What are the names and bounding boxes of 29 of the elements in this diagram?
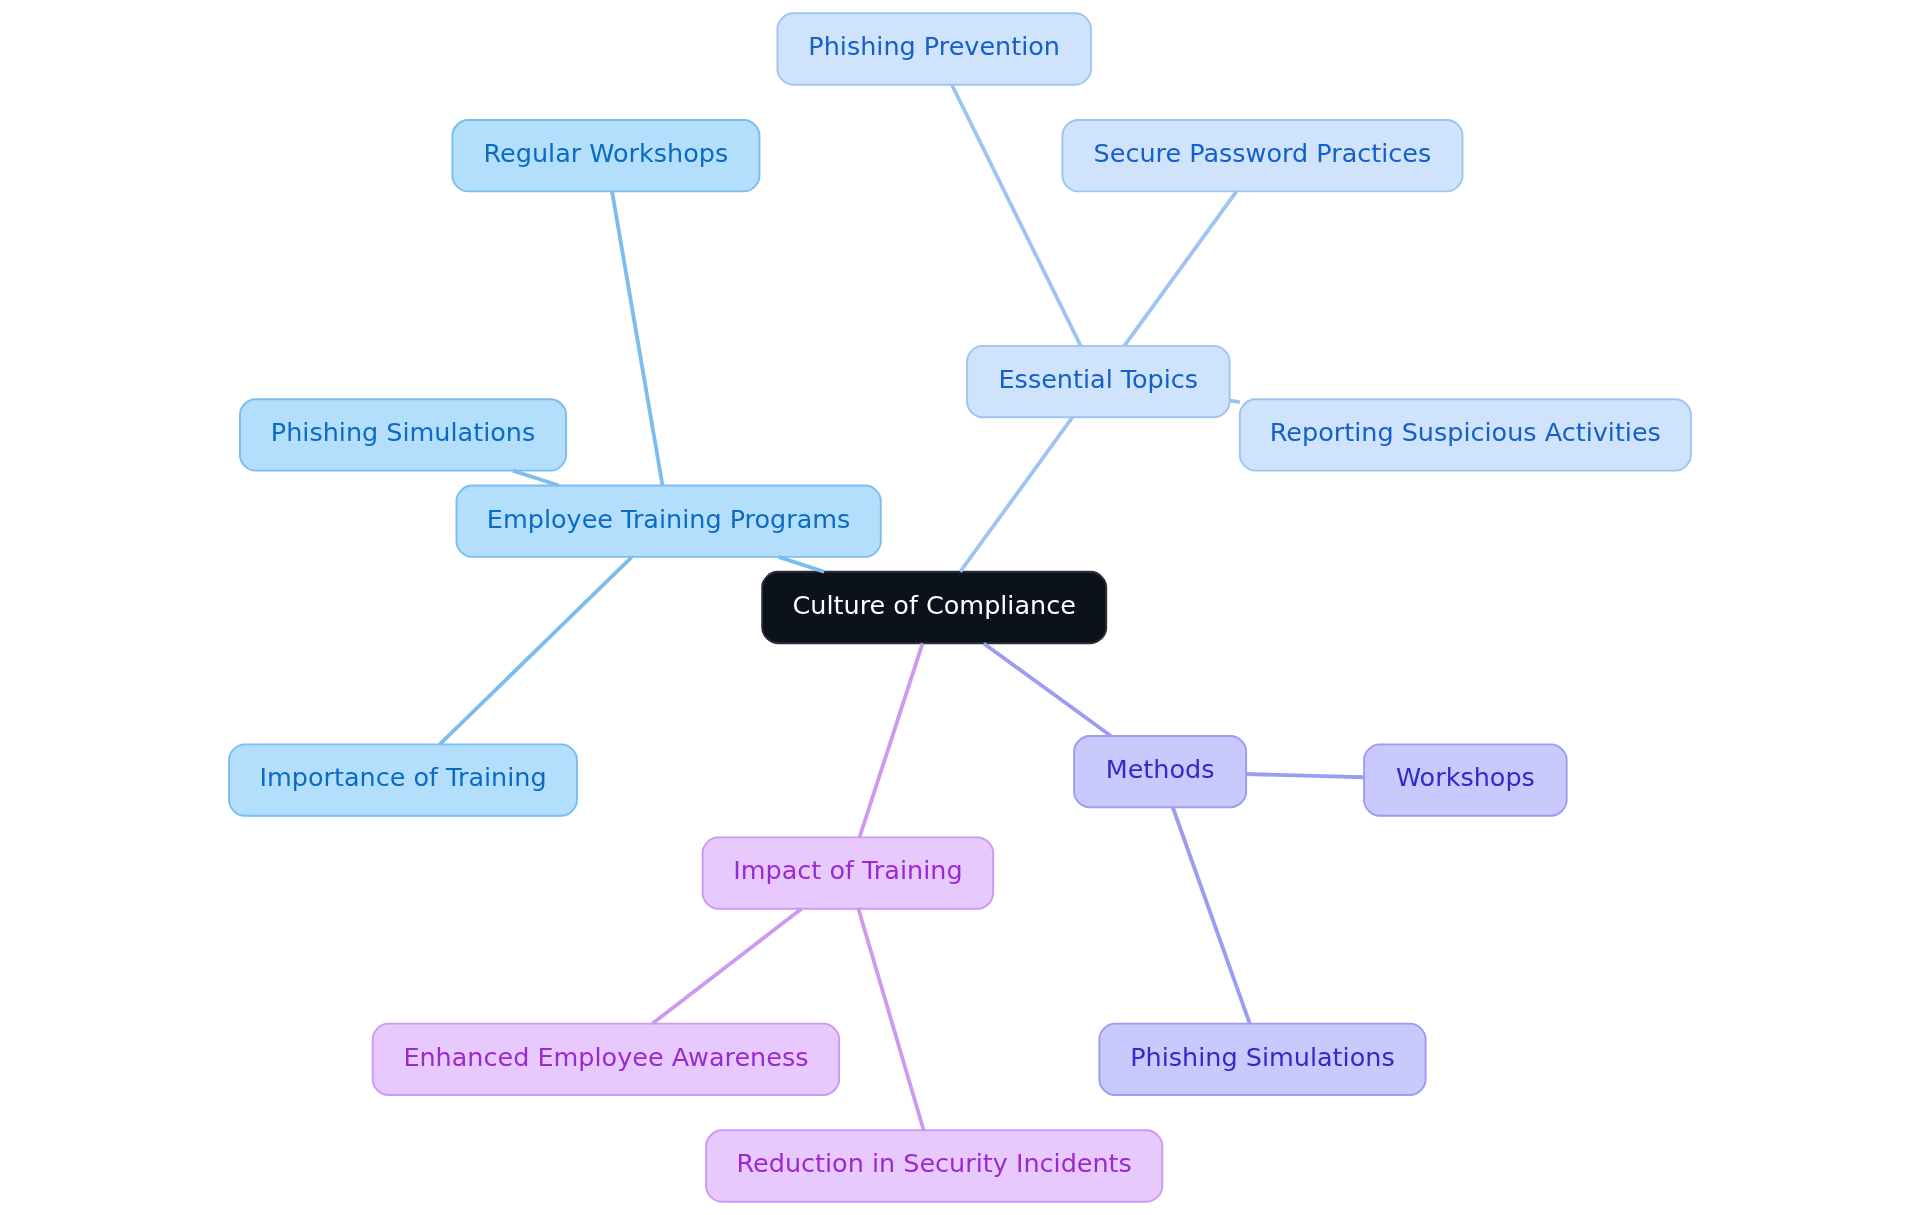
connector <box>856 908 926 1131</box>
node-box: Employee Training Programs <box>455 484 882 558</box>
connector <box>438 555 634 746</box>
connector <box>512 468 560 488</box>
connector <box>950 83 1083 347</box>
connector <box>982 641 1112 738</box>
node-box: Enhanced Employee Awareness <box>371 1022 841 1096</box>
connector <box>1246 772 1364 780</box>
node-box: Reporting Suspicious Activities <box>1238 398 1692 472</box>
node-box: Workshops <box>1363 743 1568 817</box>
connector <box>1171 806 1252 1025</box>
connector <box>610 191 665 486</box>
node-box: Phishing Simulations <box>1098 1022 1427 1096</box>
node-box: Impact of Training <box>701 836 995 910</box>
node-box: Culture of Compliance <box>761 570 1108 645</box>
node-box: Essential Topics <box>966 344 1231 419</box>
connector <box>1122 190 1238 347</box>
node-box: Reduction in Security Incidents <box>705 1129 1164 1203</box>
connector <box>1229 398 1240 405</box>
connector <box>857 642 925 838</box>
node-box: Importance of Training <box>228 743 578 817</box>
node-box: Regular Workshops <box>451 119 761 193</box>
connector <box>777 555 825 574</box>
connector <box>651 907 803 1026</box>
node-box: Phishing Simulations <box>238 398 568 472</box>
node-box: Phishing Prevention <box>776 12 1092 86</box>
connector <box>958 416 1074 573</box>
node-box: Methods <box>1073 735 1248 809</box>
node-box: Secure Password Practices <box>1061 119 1464 193</box>
